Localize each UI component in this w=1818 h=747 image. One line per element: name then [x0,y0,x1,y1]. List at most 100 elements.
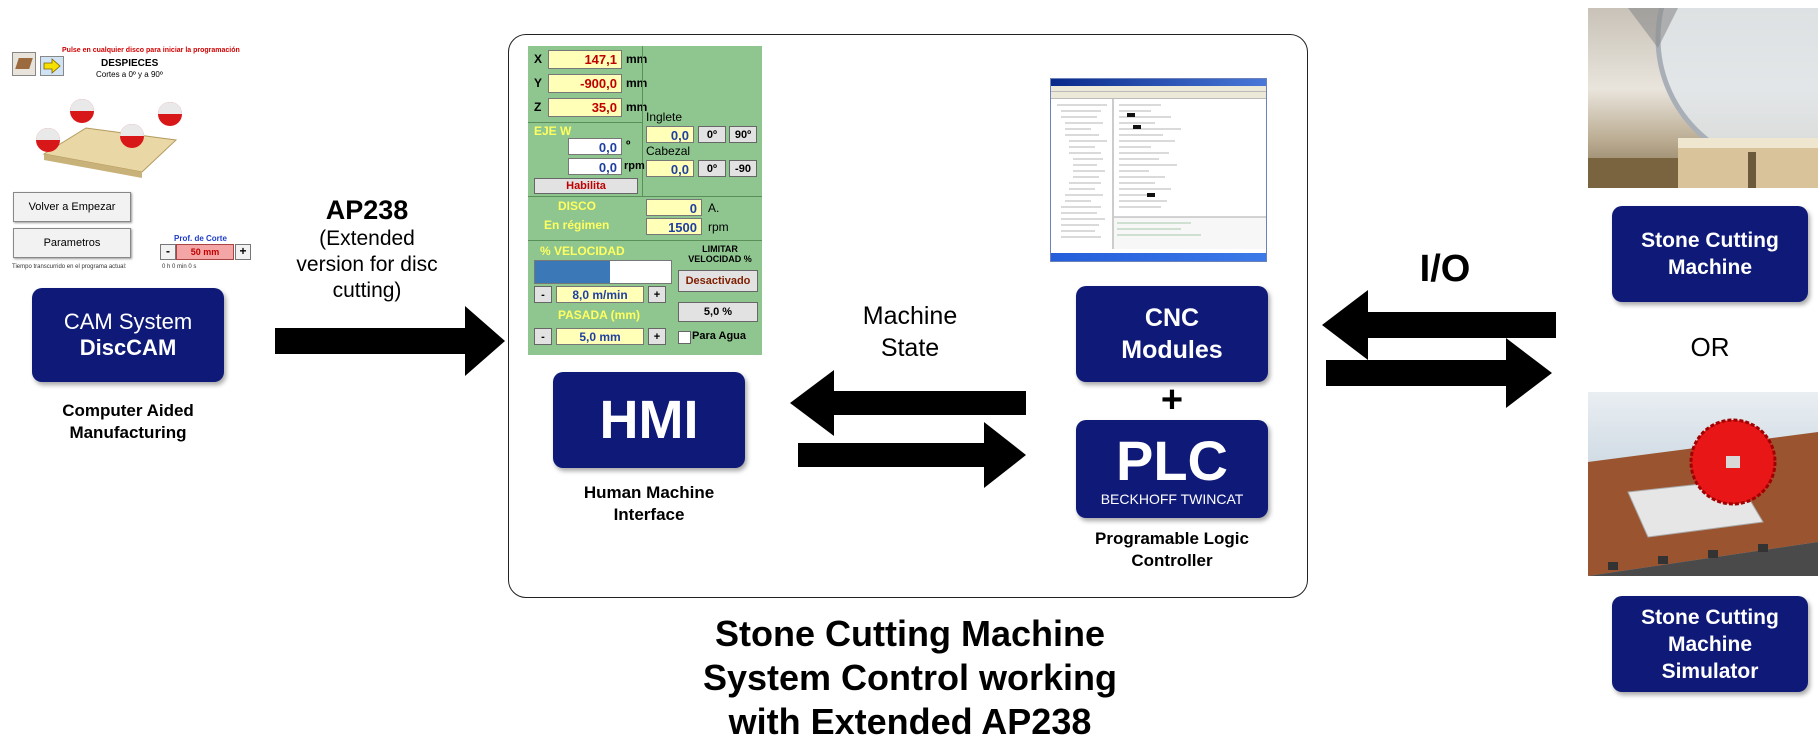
depth-label: Prof. de Corte [174,234,227,243]
cam-title: DESPIECES [101,58,159,69]
hmi-screenshot: X 147,1 mm Y -900,0 mm Z 35,0 mm EJE W 0… [528,46,762,355]
disco-value: 0 [646,199,702,216]
ejew-rpm-value: 0,0 [568,158,622,175]
limitar-line1: LIMITAR [702,244,738,254]
y-label: Y [534,76,543,90]
cam-caption-line2: Manufacturing [69,423,187,442]
cabezal-0-button[interactable]: 0º [698,160,726,177]
hmi-box: HMI [553,372,745,468]
para-agua-label: Para Agua [692,330,747,342]
cam-disc-illustration[interactable] [26,94,196,186]
pasada-label: PASADA (mm) [558,308,641,322]
io-arrow-right [1326,338,1552,408]
desactivado-button[interactable]: Desactivado [678,270,758,292]
stone-tile-icon[interactable] [12,52,36,76]
limitar-label: LIMITAR VELOCIDAD % [678,244,762,264]
plc-box-sub: BECKHOFF TWINCAT [1100,491,1244,507]
pasada-minus-button[interactable]: - [534,328,552,345]
hmi-caption-line1: Human Machine [583,483,715,502]
cam-system-box: CAM System DiscCAM [32,288,224,382]
right-top-line1: Stone Cutting [1641,229,1779,252]
depth-minus-button[interactable]: - [160,244,176,260]
hmi-caption: Human Machine Interface [540,482,758,526]
cam-caption: Computer Aided Manufacturing [14,400,242,444]
plc-caption-line2: Controller [1131,551,1213,570]
cam-subtitle: Cortes a 0º y a 90º [96,70,163,79]
regimen-label: En régimen [544,218,610,232]
stone-cutting-machine-photo [1588,8,1818,188]
hmi-box-label: HMI [599,390,699,450]
cabezal-minus90-button[interactable]: -90 [729,160,757,177]
cnc-box-line1: CNC [1144,304,1200,332]
right-bottom-line3: Simulator [1661,659,1759,683]
ap238-line2: version for disc [296,253,438,276]
io-label: I/O [1419,248,1471,290]
params-button[interactable]: Parametros [13,228,131,258]
machine-state-arrow-left [790,370,1026,436]
cam-box-line1: CAM System [63,309,193,334]
inglete-label: Inglete [646,110,683,124]
arrow-right-icon[interactable] [40,56,64,76]
hmi-divider-v [642,46,643,196]
plus-sign: + [1160,379,1184,421]
z-label: Z [534,100,542,114]
machine-state-arrow-right [798,422,1026,488]
z-value: 35,0 [548,98,622,117]
cnc-box-line2: Modules [1121,336,1223,364]
velocidad-plus-button[interactable]: + [648,286,666,303]
main-title-line2: System Control working [702,657,1118,698]
inglete-value: 0,0 [646,126,694,143]
pasada-value: 5,0 mm [556,328,644,345]
plc-box: PLC BECKHOFF TWINCAT [1076,420,1268,518]
hmi-caption-line2: Interface [613,505,685,524]
habilita-button[interactable]: Habilita [534,178,638,194]
stone-cutting-simulator-box: Stone Cutting Machine Simulator [1612,596,1808,692]
restart-button[interactable]: Volver a Empezar [13,192,131,222]
stone-cutting-simulator-image [1588,392,1818,576]
twincat-toolbar [1051,92,1266,99]
x-unit: mm [626,52,648,66]
ejew-deg-value: 0,0 [568,138,622,155]
stone-cutting-machine-box: Stone Cutting Machine [1612,206,1808,302]
regimen-value: 1500 [646,218,702,235]
velocidad-value: 8,0 m/min [556,286,644,303]
plc-caption-line1: Programable Logic [1095,529,1249,548]
ejew-label: EJE W [534,124,572,138]
disco-unit: A. [708,201,720,215]
right-top-line2: Machine [1667,256,1753,279]
or-label: OR [1690,332,1730,362]
twincat-menubar [1051,86,1266,92]
inglete-0-button[interactable]: 0º [698,126,726,143]
x-value: 147,1 [548,50,622,69]
cabezal-label: Cabezal [646,144,691,158]
ap238-label: AP238 (Extended version for disc cutting… [262,194,472,304]
regimen-unit: rpm [708,220,729,234]
hmi-divider-1 [528,122,642,123]
cam-screenshot: Pulse en cualquier disco para iniciar la… [6,42,251,282]
plc-box-label: PLC [1116,429,1228,492]
depth-value[interactable]: 50 mm [176,244,234,260]
machine-state-label: Machine State [820,300,1000,364]
velocidad-bar-fill [535,261,610,283]
twincat-screenshot [1050,78,1267,262]
para-agua-checkbox[interactable] [678,331,691,344]
ap238-title: AP238 [325,195,409,225]
plc-caption: Programable Logic Controller [1056,528,1288,572]
pasada-plus-button[interactable]: + [648,328,666,345]
ejew-rpm-unit: rpm [624,160,645,172]
machine-state-line2: State [880,334,940,362]
ap238-line3: cutting) [332,279,402,302]
io-arrow-left [1322,290,1556,360]
control-system-frame [508,34,1308,598]
hmi-divider-2 [528,196,762,197]
y-value: -900,0 [548,74,622,93]
depth-plus-button[interactable]: + [235,244,251,260]
machine-state-line1: Machine [862,302,958,330]
pct-value[interactable]: 5,0 % [678,302,758,322]
time-value: 0 h 0 min 0 s [162,264,197,270]
cam-instruction: Pulse en cualquier disco para iniciar la… [62,47,240,54]
x-label: X [534,52,543,66]
velocidad-minus-button[interactable]: - [534,286,552,303]
velocidad-label: % VELOCIDAD [540,244,625,258]
inglete-90-button[interactable]: 90º [729,126,757,143]
